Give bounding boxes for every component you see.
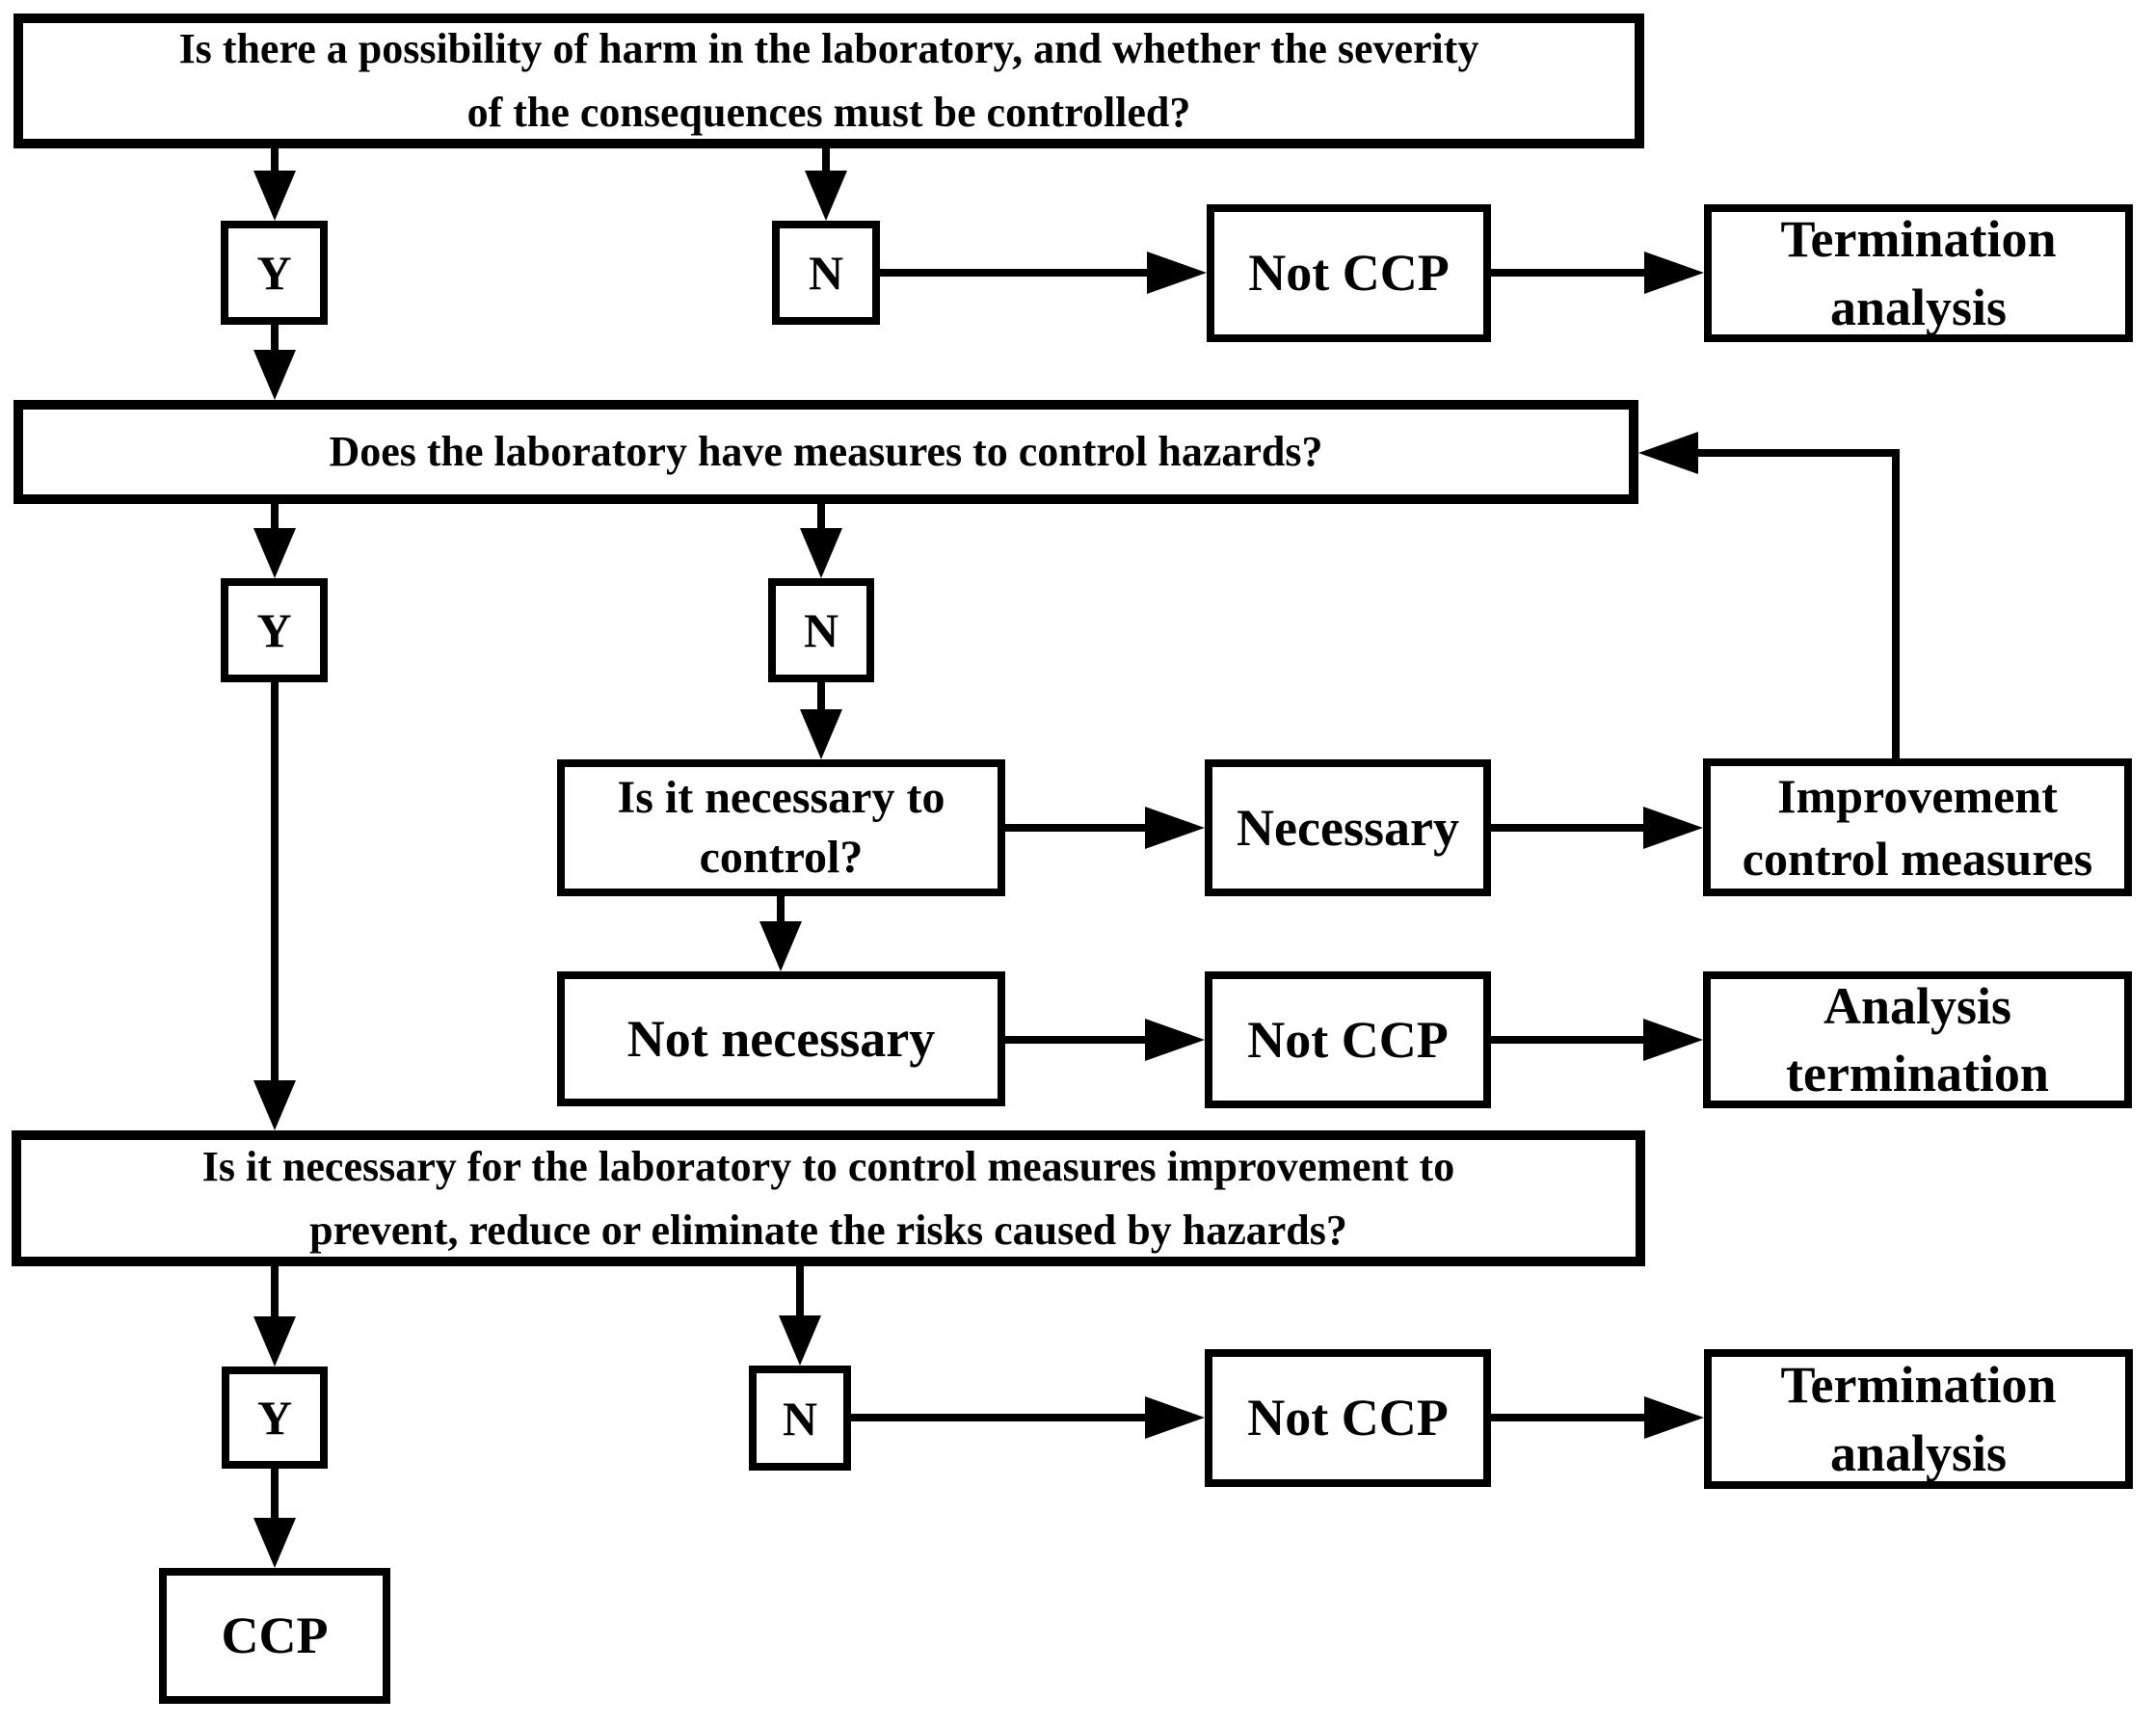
- node-improvement-control-measures: Improvement control measures: [1703, 758, 2132, 896]
- node-question-harm-possibility: Is there a possibility of harm in the la…: [13, 13, 1644, 148]
- arrow-y1-to-q2: [253, 324, 296, 400]
- node-yes-1: Y: [221, 221, 328, 325]
- arrow-q2-to-y2: [253, 504, 296, 578]
- node-question-control-measures: Does the laboratory have measures to con…: [13, 400, 1638, 504]
- node-not-ccp-3: Not CCP: [1205, 1349, 1491, 1487]
- node-is-it-necessary-to-control: Is it necessary to control?: [557, 759, 1005, 896]
- arrow-necessary-to-improvement: [1491, 807, 1703, 849]
- arrow-q2-to-n2: [800, 504, 842, 578]
- arrow-y3-to-ccp: [253, 1469, 296, 1568]
- arrow-not-necessary-to-not-ccp-2: [1005, 1019, 1205, 1061]
- arrow-improvement-loop-to-q2: [1638, 432, 1900, 758]
- arrow-not-ccp-1-to-termination-analysis-1: [1491, 252, 1704, 294]
- node-ccp: CCP: [159, 1568, 390, 1704]
- arrow-q1-to-y1: [253, 147, 296, 221]
- node-no-1: N: [772, 221, 880, 325]
- arrow-n2-to-is-it-necessary: [800, 682, 842, 759]
- node-not-necessary: Not necessary: [557, 971, 1005, 1106]
- node-no-3: N: [749, 1366, 851, 1471]
- node-not-ccp-1: Not CCP: [1207, 204, 1491, 342]
- arrow-y2-to-q3: [253, 682, 296, 1130]
- node-yes-2: Y: [221, 578, 328, 682]
- node-no-2: N: [768, 578, 874, 682]
- node-analysis-termination: Analysis termination: [1703, 971, 2132, 1108]
- node-termination-analysis-2: Termination analysis: [1704, 1349, 2133, 1489]
- arrow-n1-to-not-ccp-1: [880, 252, 1207, 294]
- node-termination-analysis-1: Termination analysis: [1704, 204, 2133, 342]
- arrow-n3-to-not-ccp-3: [846, 1396, 1205, 1439]
- node-necessary: Necessary: [1205, 759, 1491, 896]
- node-not-ccp-2: Not CCP: [1205, 971, 1491, 1108]
- arrow-not-ccp-3-to-termination-analysis-2: [1491, 1396, 1704, 1439]
- node-question-improvement-needed: Is it necessary for the laboratory to co…: [12, 1130, 1645, 1266]
- arrow-not-ccp-2-to-analysis-termination: [1491, 1019, 1703, 1061]
- arrow-is-it-necessary-to-not-necessary: [759, 896, 802, 971]
- node-yes-3: Y: [222, 1367, 328, 1469]
- arrow-q1-to-n1: [805, 147, 847, 221]
- arrow-q3-to-y3: [253, 1266, 296, 1367]
- arrow-q3-to-n3: [779, 1266, 821, 1366]
- arrow-is-it-necessary-to-necessary: [1005, 807, 1205, 849]
